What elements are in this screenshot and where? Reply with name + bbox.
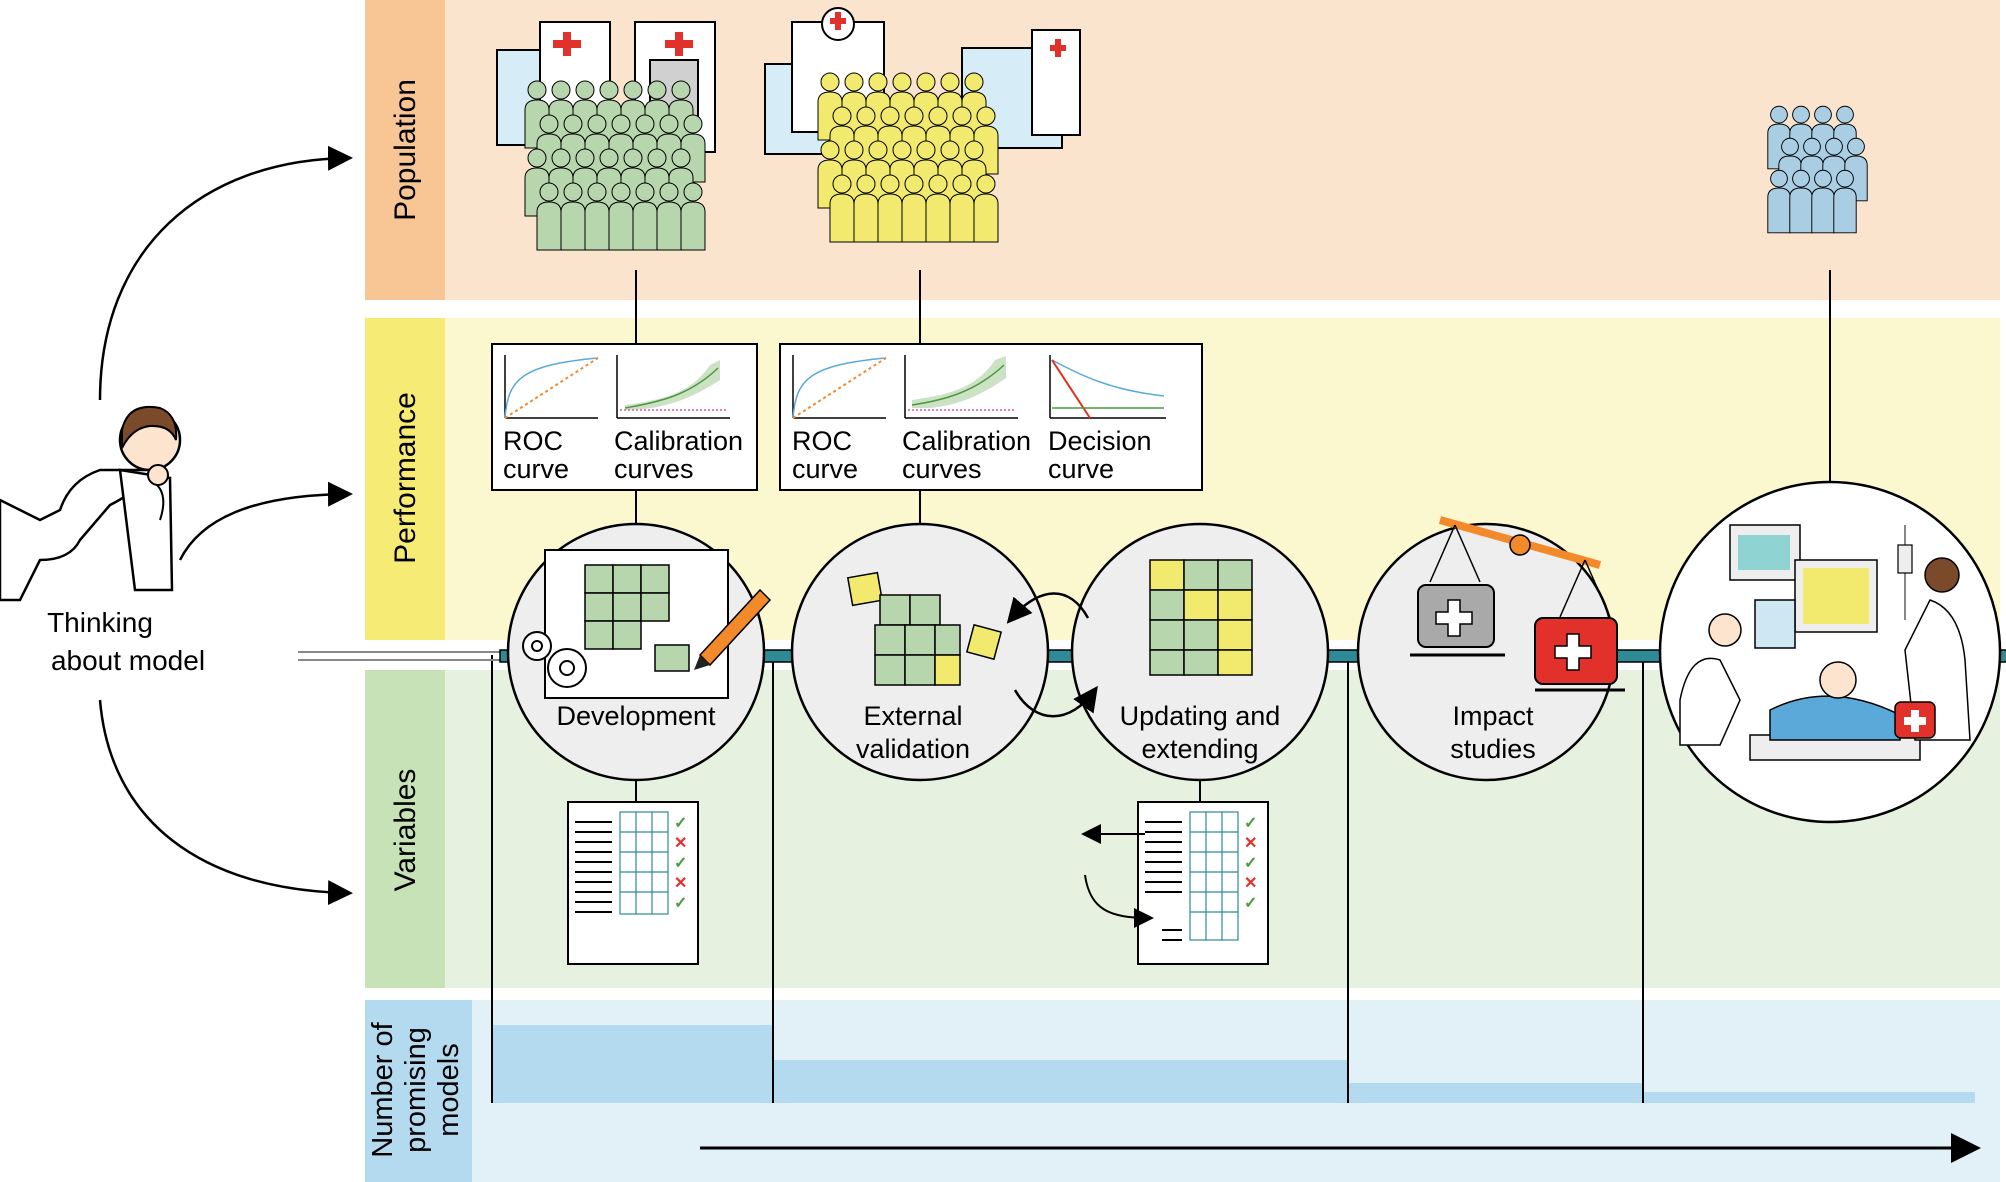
promising-lane: Number of promising models bbox=[365, 1000, 2000, 1182]
person-icon bbox=[1789, 169, 1813, 234]
promising-label-line3: models bbox=[433, 1043, 465, 1137]
person-icon bbox=[901, 174, 927, 243]
puzzle-icon bbox=[584, 564, 690, 672]
connector-lines bbox=[635, 270, 1831, 802]
variables-label: Variables bbox=[389, 769, 422, 892]
person-icon bbox=[949, 174, 975, 243]
pencil-icon bbox=[694, 588, 772, 670]
stage-development: Development bbox=[506, 522, 772, 782]
person-icon bbox=[656, 182, 682, 251]
scale-icon bbox=[1410, 516, 1625, 692]
impact-label-line2: studies bbox=[1450, 734, 1536, 764]
svg-text:✓: ✓ bbox=[674, 855, 687, 872]
woman-thinking-icon bbox=[0, 406, 182, 602]
calibration-curve-icon bbox=[616, 355, 730, 419]
performance-label: Performance bbox=[389, 392, 422, 564]
perf2-cal-line1: Calibration bbox=[902, 426, 1031, 456]
checklist-icon: ✓ ✕ ✓ ✕ ✓ bbox=[1081, 801, 1269, 965]
person-icon bbox=[877, 174, 903, 243]
performance-box-validation: ROC curve Calibration curves Decision cu… bbox=[779, 343, 1203, 491]
performance-box-development: ROC curve Calibration curves bbox=[491, 343, 758, 491]
calibration-curve-icon bbox=[904, 355, 1018, 419]
svg-text:promising: promising bbox=[400, 1027, 432, 1153]
puzzle-icon bbox=[846, 571, 1003, 686]
clinic-scene-icon bbox=[1658, 480, 2002, 824]
person-icon bbox=[1811, 169, 1835, 234]
person-icon bbox=[584, 182, 610, 251]
person-icon bbox=[973, 174, 999, 243]
perf2-dec-line1: Decision bbox=[1048, 426, 1152, 456]
cycle-arrows bbox=[1006, 592, 1098, 718]
gear-icon bbox=[522, 631, 587, 688]
perf2-roc-line1: ROC bbox=[792, 426, 852, 456]
performance-tab bbox=[365, 318, 445, 640]
impact-label-line1: Impact bbox=[1452, 701, 1534, 731]
population-label: Population bbox=[389, 79, 422, 221]
promising-label-line1: Number of bbox=[367, 1021, 399, 1157]
thinking-label-line1: Thinking bbox=[47, 607, 153, 638]
roc-curve-icon bbox=[792, 355, 887, 419]
perf1-cal-line1: Calibration bbox=[614, 426, 743, 456]
population-tab bbox=[365, 0, 445, 300]
promising-step-3 bbox=[1348, 1083, 1643, 1103]
svg-text:Number of: Number of bbox=[367, 1021, 399, 1157]
validation-label-line1: External bbox=[863, 701, 962, 731]
svg-text:✓: ✓ bbox=[674, 895, 687, 912]
roc-curve-icon bbox=[504, 355, 599, 419]
perf2-dec-line2: curve bbox=[1048, 454, 1114, 484]
promising-step-1 bbox=[492, 1025, 773, 1103]
person-icon bbox=[632, 182, 658, 251]
svg-text:✕: ✕ bbox=[1244, 835, 1257, 852]
variables-tab bbox=[365, 670, 445, 988]
perf1-roc-line1: ROC bbox=[503, 426, 563, 456]
person-icon bbox=[1767, 169, 1791, 234]
puzzle-icon bbox=[1149, 559, 1253, 676]
person-icon bbox=[829, 174, 855, 243]
perf2-roc-line2: curve bbox=[792, 454, 858, 484]
svg-text:✓: ✓ bbox=[674, 815, 687, 832]
updating-label-line1: Updating and bbox=[1120, 701, 1281, 731]
svg-text:✕: ✕ bbox=[674, 835, 687, 852]
validation-label-line2: validation bbox=[856, 734, 970, 764]
person-icon bbox=[925, 174, 951, 243]
stage-updating-extending: Updating and extending bbox=[1070, 522, 1330, 782]
promising-tab bbox=[365, 1000, 472, 1182]
medical-bag-icon bbox=[1417, 584, 1495, 648]
svg-text:models: models bbox=[433, 1043, 465, 1137]
updating-label-line2: extending bbox=[1141, 734, 1258, 764]
people-group-icon bbox=[1767, 105, 1868, 234]
svg-text:✓: ✓ bbox=[1244, 815, 1257, 832]
arrow-to-variables bbox=[98, 699, 353, 906]
arrow-to-population bbox=[98, 145, 353, 401]
perf1-cal-line2: curves bbox=[614, 454, 694, 484]
stage-external-validation: External validation bbox=[790, 522, 1050, 782]
person-icon bbox=[608, 182, 634, 251]
person-icon bbox=[680, 182, 706, 251]
person-icon bbox=[536, 182, 562, 251]
perf2-cal-line2: curves bbox=[902, 454, 982, 484]
stage-dividers bbox=[491, 655, 1644, 1103]
decision-curve-icon bbox=[1049, 355, 1166, 419]
person-icon bbox=[1833, 169, 1857, 234]
svg-text:✓: ✓ bbox=[1244, 895, 1257, 912]
thinking-label-line2: about model bbox=[51, 645, 205, 676]
people-group-icon bbox=[817, 72, 999, 243]
stage-impact-studies: Impact studies bbox=[1356, 516, 1625, 782]
svg-text:✕: ✕ bbox=[674, 875, 687, 892]
svg-text:✓: ✓ bbox=[1244, 855, 1257, 872]
promising-step-4 bbox=[1643, 1092, 1975, 1103]
checklist-icon: ✓ ✕ ✓ ✕ ✓ bbox=[567, 801, 699, 965]
arrow-to-performance bbox=[178, 481, 353, 561]
people-group-icon bbox=[524, 80, 706, 251]
promising-step-2 bbox=[773, 1060, 1348, 1103]
person-icon bbox=[560, 182, 586, 251]
promising-label-line2: promising bbox=[400, 1027, 432, 1153]
medical-bag-icon bbox=[1534, 617, 1618, 685]
svg-text:✕: ✕ bbox=[1244, 875, 1257, 892]
perf1-roc-line2: curve bbox=[503, 454, 569, 484]
development-label: Development bbox=[556, 701, 716, 731]
person-icon bbox=[853, 174, 879, 243]
